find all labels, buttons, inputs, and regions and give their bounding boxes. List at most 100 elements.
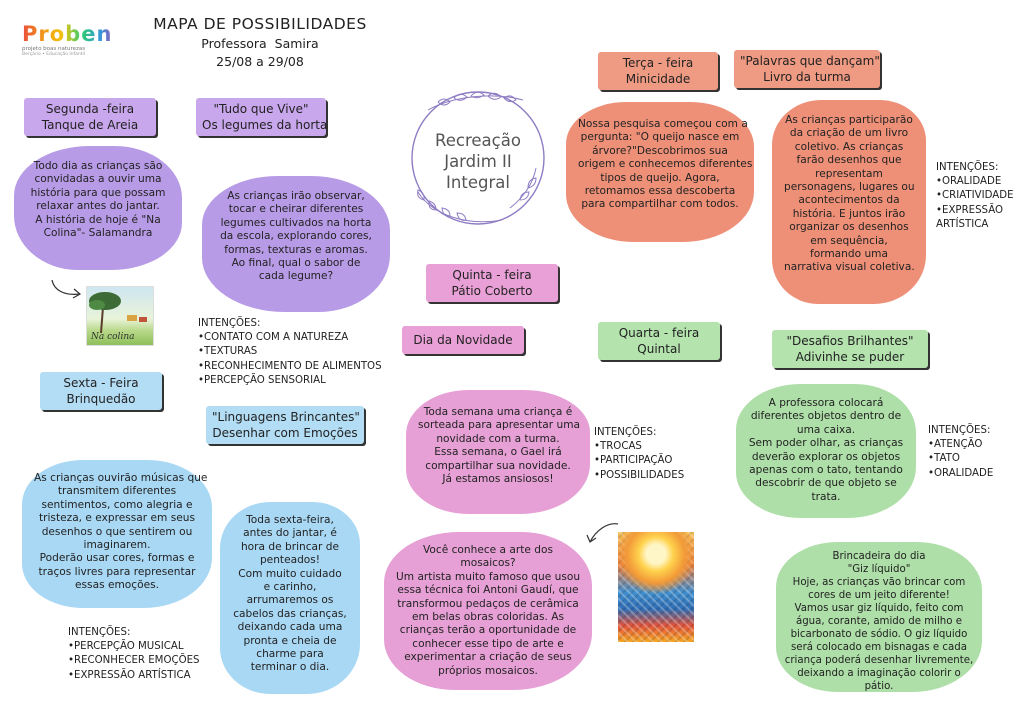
card-line: acontecimentos da: [798, 194, 900, 207]
card-line: essas emoções.: [75, 579, 159, 592]
intentions-line: •CONTATO COM A NATUREZA: [198, 332, 349, 344]
tree-icon: [89, 292, 147, 333]
intentions-line: •ORALIDADE: [928, 467, 994, 479]
center-line: Integral: [446, 173, 510, 192]
card-line: compartilhar sua novidade.: [425, 459, 571, 472]
class-book-tag: "Palavras que dançam" Livro da turma: [734, 50, 880, 88]
card-line: penteados!: [259, 554, 321, 567]
tag-line: Brinquedão: [66, 392, 136, 406]
page-title: MAPA DE POSSIBILIDADES: [153, 15, 367, 33]
challenge-tag: "Desafios Brilhantes" Adivinhe se puder: [772, 330, 928, 368]
garden-card: As crianças irão observar, tocar e cheir…: [202, 176, 390, 312]
card-line: transformou pedaços de cerâmica: [397, 597, 579, 610]
card-line: em belas obras coloridas. As: [412, 611, 564, 624]
card-line: As crianças ouvirão músicas que: [34, 472, 208, 484]
card-line: organizar os desenhos: [789, 221, 909, 234]
card-line: transmitem diferentes: [57, 485, 177, 498]
tag-line: Adivinhe se puder: [795, 350, 905, 364]
tag-line: Minicidade: [625, 72, 691, 86]
card-line: legumes cultivados na horta: [220, 216, 372, 229]
card-line: sorteada para apresentar uma: [418, 419, 581, 432]
card-line: árvore?"Descobrimos sua: [592, 144, 728, 157]
mosaic-image: [618, 532, 694, 642]
monday-story-card: Todo dia as crianças são convidadas a ou…: [14, 146, 182, 270]
card-line: narrativa visual coletiva.: [784, 261, 915, 274]
wednesday-tag: Quarta - feira Quintal: [598, 322, 720, 360]
tag-line: Terça - feira: [622, 56, 694, 70]
card-line: para compartilhar com todos.: [581, 198, 739, 211]
intentions-line: •TROCAS: [594, 441, 642, 453]
card-line: trata.: [811, 490, 841, 503]
card-line: sentimentos, como alegria e: [41, 498, 193, 511]
intentions-line: •EXPRESSÃO ARTÍSTICA: [68, 669, 191, 681]
teacher-name: Professora Samira: [201, 36, 319, 51]
card-line: uma caixa.: [796, 423, 856, 436]
card-line: Poderão usar cores, formas e: [39, 552, 195, 565]
card-line: história. E juntos irão: [792, 207, 906, 220]
tag-line: Quinta - feira: [452, 268, 532, 282]
card-line: imaginarem.: [83, 539, 151, 552]
card-line: pátio.: [864, 681, 894, 692]
card-line: terminar o dia.: [250, 661, 330, 674]
tag-line: Tanque de Areia: [41, 118, 139, 132]
wreath-icon: [411, 91, 545, 225]
card-line: Nossa pesquisa começou com a: [578, 118, 748, 130]
card-line: farão desenhos que: [796, 154, 902, 167]
card-line: arrumaremos os: [246, 594, 334, 607]
monday-tag: Segunda -feira Tanque de Areia: [24, 98, 156, 136]
card-line: água, corante, amido de milho e: [795, 616, 963, 627]
intentions-line: •TEXTURAS: [198, 346, 258, 358]
card-line: Toda semana uma criança é: [423, 406, 573, 418]
card-line: Vamos usar giz líquido, feito com: [794, 603, 964, 614]
card-line: Com muito cuidado: [238, 567, 342, 580]
week-dates: 25/08 a 29/08: [216, 54, 304, 69]
card-line: bicarbonato de sódio. O giz líquido: [790, 629, 968, 640]
center-line: Jardim II: [444, 152, 512, 171]
card-line: hora de brincar de: [240, 540, 340, 553]
tag-line: Os legumes da horta: [202, 118, 328, 132]
card-line: experimentar a criação de seus: [404, 651, 572, 664]
card-line: As crianças irão observar,: [227, 190, 365, 202]
intentions-line: •ATENÇÃO: [928, 439, 983, 451]
logo-subtitle: projeto boas naturezas: [22, 46, 86, 52]
intentions-line: •PERCEPÇÃO SENSORIAL: [198, 374, 326, 386]
garden-intentions: INTENÇÕES: •CONTATO COM A NATUREZA •TEXT…: [198, 317, 382, 388]
arrow-icon: [586, 523, 619, 543]
card-line: da escola, explorando cores,: [220, 230, 372, 243]
card-line: convidadas a ouvir uma: [34, 173, 162, 186]
tuesday-card: Nossa pesquisa começou com a pergunta: "…: [566, 102, 754, 242]
card-line: origem e conhecemos diferentes: [578, 158, 753, 171]
card-line: coletivo. As crianças: [794, 140, 904, 153]
card-line: tipos de queijo. Agora,: [600, 171, 720, 184]
intentions-line: •POSSIBILIDADES: [594, 469, 685, 481]
card-line: em sequência,: [810, 234, 888, 247]
hairstyle-card: Toda sexta-feira, antes do jantar, é hor…: [220, 502, 360, 694]
card-line: pergunta: "O queijo nasce em: [580, 131, 740, 144]
card-line: apenas com o tato, tentando: [749, 464, 903, 477]
intentions-line: •RECONHECIMENTO DE ALIMENTOS: [198, 360, 382, 372]
center-title: Recreação Jardim II Integral: [418, 130, 538, 193]
card-line: e carinho,: [263, 581, 317, 594]
header: MAPA DE POSSIBILIDADES Professora Samira…: [140, 14, 380, 70]
tag-line: Livro da turma: [763, 70, 851, 84]
novelty-card: Toda semana uma criança é sorteada para …: [406, 390, 590, 514]
card-line: relaxar antes do jantar.: [36, 200, 160, 213]
card-line: descobrir de que objeto se: [755, 477, 897, 490]
card-line: diferentes objetos dentro de: [750, 410, 902, 423]
card-line: A história de hoje é "Na: [35, 213, 161, 226]
intentions-line: INTENÇÕES:: [936, 162, 999, 173]
intentions-line: •ORALIDADE: [936, 176, 1002, 188]
card-line: da criação de um livro: [789, 127, 909, 140]
friday-intentions: INTENÇÕES: •PERCEPÇÃO MUSICAL •RECONHECE…: [68, 626, 200, 683]
card-line: pronta e cheia de: [243, 634, 337, 647]
intentions-line: INTENÇÕES:: [68, 627, 131, 638]
logo-tagline: Berçário • Educação Infantil: [22, 52, 86, 57]
card-line: cabelos das crianças,: [233, 607, 347, 620]
card-line: deverão explorar os objetos: [751, 450, 901, 463]
card-line: essa técnica foi Antoni Gaudí, que: [397, 584, 579, 597]
tag-line: Desenhar com Emoções: [212, 426, 358, 440]
card-line: Toda sexta-feira,: [246, 514, 334, 526]
card-line: personagens, lugares ou: [784, 181, 915, 194]
emotions-tag: "Linguagens Brincantes" Desenhar com Emo…: [206, 406, 364, 444]
class-book-intentions: INTENÇÕES: •ORALIDADE •CRIATIVIDADE •EXP…: [936, 161, 1014, 232]
